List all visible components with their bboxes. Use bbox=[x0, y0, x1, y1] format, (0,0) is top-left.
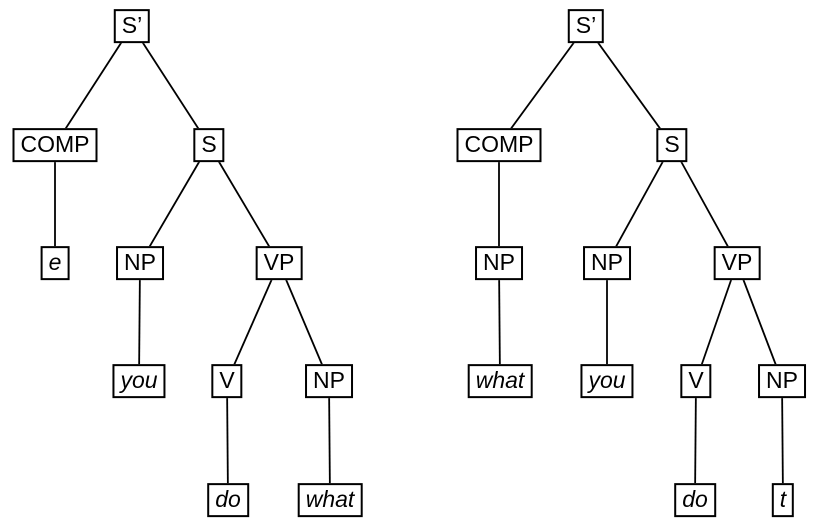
tree-node-right-tree-what: what bbox=[467, 364, 533, 398]
tree-node-left-tree-you: you bbox=[112, 364, 166, 398]
tree-node-right-tree-np-wh: NP bbox=[475, 246, 523, 280]
tree-node-right-tree-comp: COMP bbox=[456, 128, 542, 162]
edge-left-tree-np-obj-what bbox=[328, 380, 331, 501]
tree-node-left-tree-vp: VP bbox=[255, 246, 303, 280]
tree-node-right-tree-t: t bbox=[771, 483, 795, 517]
edge-right-tree-np-wh-what bbox=[498, 262, 501, 382]
tree-node-left-tree-s: S bbox=[193, 128, 225, 162]
edge-left-tree-s-bar-comp bbox=[54, 25, 133, 146]
edge-right-tree-s-bar-s bbox=[585, 25, 673, 146]
tree-node-right-tree-np-subj: NP bbox=[583, 246, 631, 280]
edge-left-tree-vp-np-obj bbox=[278, 262, 330, 382]
edge-left-tree-v-do bbox=[226, 380, 229, 501]
tree-node-left-tree-v: V bbox=[211, 364, 243, 398]
tree-node-left-tree-comp: COMP bbox=[12, 128, 98, 162]
edge-right-tree-s-np-subj bbox=[606, 144, 673, 264]
tree-node-left-tree-s-bar: S’ bbox=[113, 9, 151, 43]
edge-left-tree-np-subj-you bbox=[138, 262, 141, 382]
tree-node-right-tree-s-bar: S’ bbox=[567, 9, 605, 43]
tree-node-right-tree-np-tr: NP bbox=[758, 364, 806, 398]
tree-node-left-tree-e: e bbox=[40, 246, 70, 280]
edge-right-tree-np-tr-t bbox=[781, 380, 784, 501]
tree-node-right-tree-s: S bbox=[656, 128, 688, 162]
edge-right-tree-s-vp bbox=[671, 144, 738, 264]
tree-node-right-tree-do: do bbox=[674, 483, 716, 517]
tree-node-right-tree-you: you bbox=[580, 364, 634, 398]
tree-node-left-tree-what: what bbox=[297, 483, 363, 517]
edge-left-tree-s-vp bbox=[208, 144, 280, 264]
tree-node-left-tree-np-obj: NP bbox=[305, 364, 353, 398]
tree-node-left-tree-do: do bbox=[207, 483, 249, 517]
edge-right-tree-v-do bbox=[694, 380, 697, 501]
tree-node-right-tree-vp: VP bbox=[713, 246, 761, 280]
edge-right-tree-vp-np-tr bbox=[736, 262, 783, 382]
edge-right-tree-s-bar-comp bbox=[498, 25, 587, 146]
tree-node-left-tree-np-subj: NP bbox=[116, 246, 164, 280]
edge-right-tree-vp-v bbox=[695, 262, 738, 382]
edge-left-tree-s-np-subj bbox=[139, 144, 210, 264]
edge-left-tree-vp-v bbox=[226, 262, 280, 382]
edge-left-tree-s-bar-s bbox=[131, 25, 210, 146]
tree-node-right-tree-v: V bbox=[680, 364, 712, 398]
